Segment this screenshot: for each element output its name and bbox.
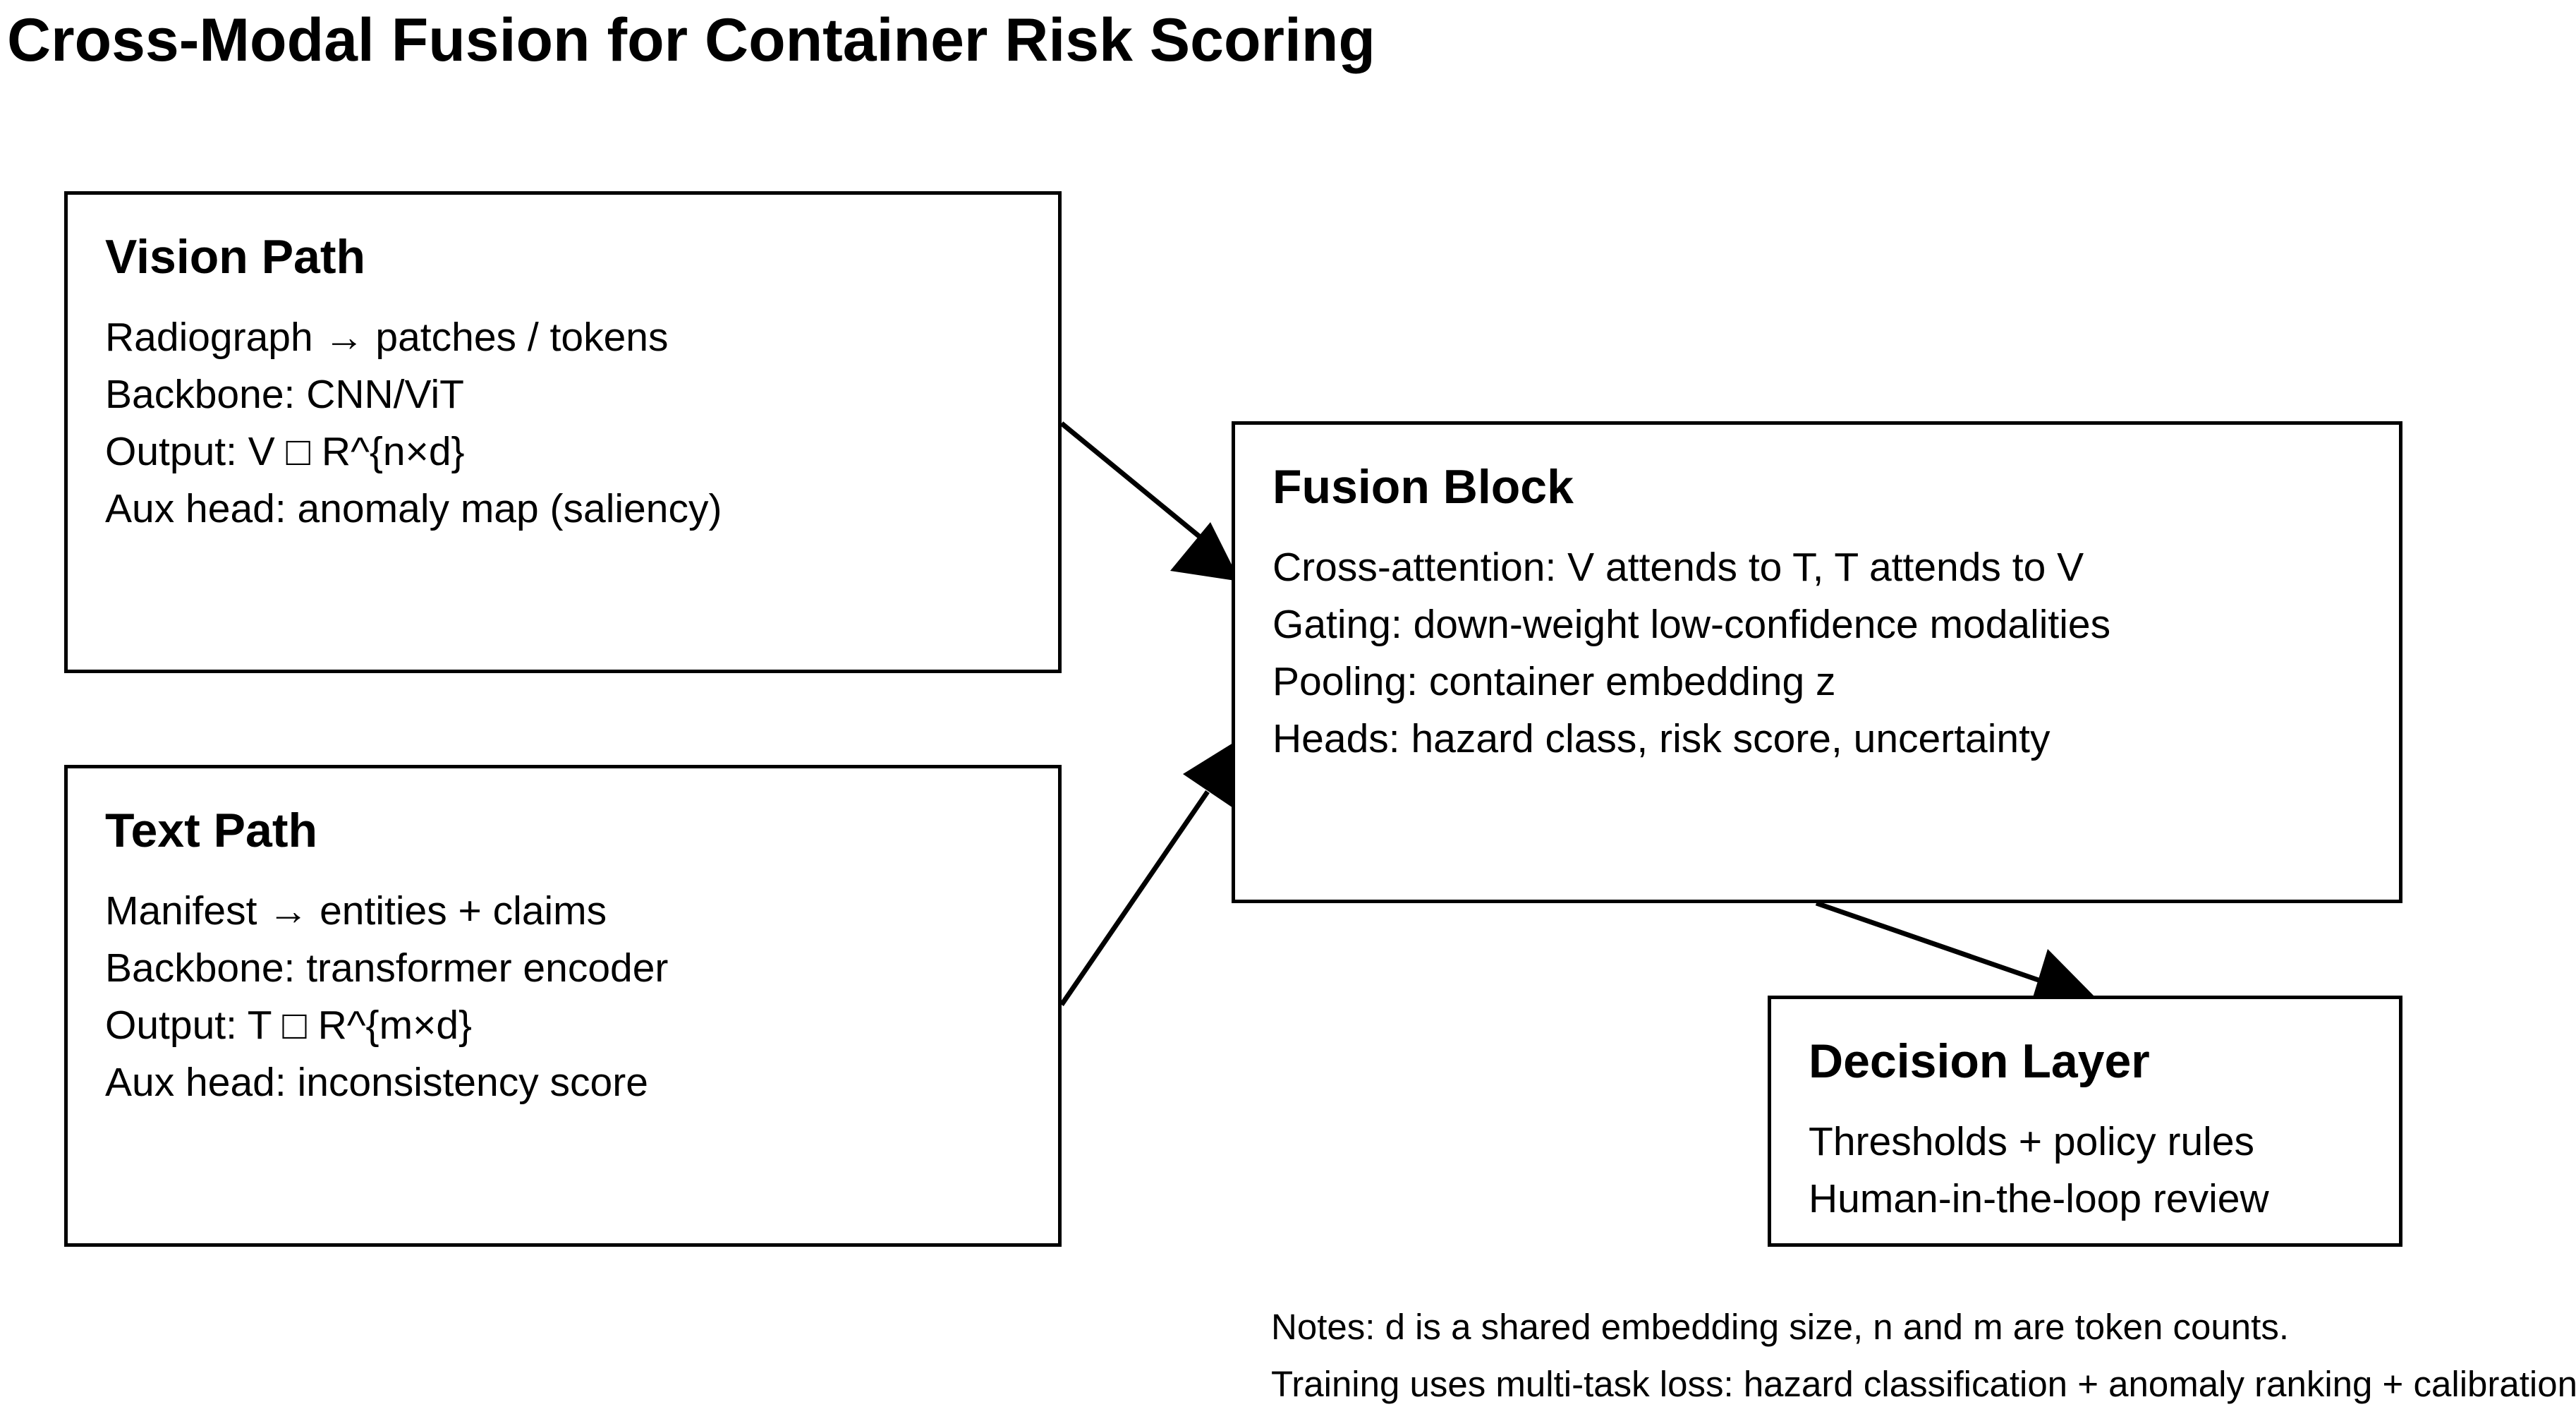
- node-line: Backbone: transformer encoder: [105, 945, 669, 991]
- node-line: Aux head: anomaly map (saliency): [105, 486, 722, 531]
- node-line: Radiograph → patches / tokens: [105, 315, 669, 360]
- node-line: Human-in-the-loop review: [1809, 1176, 2269, 1221]
- node-line: Backbone: CNN/ViT: [105, 372, 464, 417]
- edge-text-to-fusion: [1059, 790, 1210, 1006]
- arrowhead-vision-to-fusion: [1170, 522, 1240, 581]
- node-line: Output: V □ R^{n×d}: [105, 429, 465, 474]
- edge-vision-to-fusion: [1059, 421, 1201, 538]
- node-title: Fusion Block: [1272, 460, 1574, 514]
- node-title: Decision Layer: [1809, 1034, 2150, 1088]
- node-title: Vision Path: [105, 230, 366, 284]
- node-line: Thresholds + policy rules: [1809, 1119, 2255, 1164]
- fusion-block-node: Fusion Block Cross-attention: V attends …: [1232, 421, 2402, 903]
- node-line: Heads: hazard class, risk score, uncerta…: [1272, 716, 2051, 761]
- node-line: Manifest → entities + claims: [105, 888, 607, 933]
- node-line: Output: T □ R^{m×d}: [105, 1003, 473, 1048]
- text-path-node: Text Path Manifest → entities + claims B…: [64, 765, 1062, 1247]
- node-line: Gating: down-weight low-confidence modal…: [1272, 602, 2111, 647]
- diagram-title: Cross-Modal Fusion for Container Risk Sc…: [7, 6, 1375, 74]
- node-line: Pooling: container embedding z: [1272, 659, 1836, 704]
- node-line: Cross-attention: V attends to T, T atten…: [1272, 545, 2084, 590]
- note-line: Notes: d is a shared embedding size, n a…: [1271, 1307, 2289, 1347]
- decision-layer-node: Decision Layer Thresholds + policy rules…: [1768, 996, 2402, 1247]
- notes: Notes: d is a shared embedding size, n a…: [1271, 1298, 2576, 1413]
- note-line: Training uses multi-task loss: hazard cl…: [1271, 1364, 2576, 1404]
- node-title: Text Path: [105, 804, 318, 857]
- arrowhead-text-to-fusion: [1183, 739, 1239, 809]
- edge-fusion-to-decision: [1815, 900, 2040, 983]
- node-line: Aux head: inconsistency score: [105, 1060, 648, 1105]
- vision-path-node: Vision Path Radiograph → patches / token…: [64, 191, 1062, 673]
